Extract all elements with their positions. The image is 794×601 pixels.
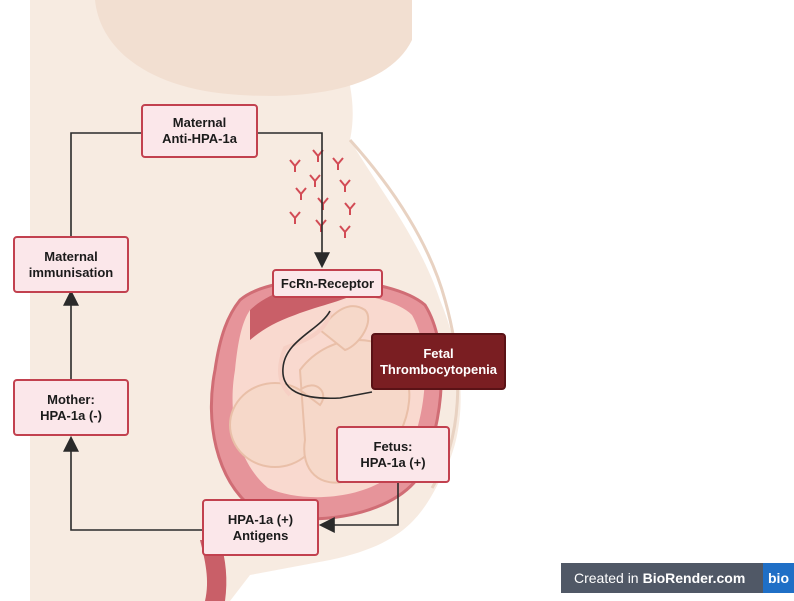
maternal-anti-line1: Maternal	[173, 115, 226, 131]
antigens-box: HPA-1a (+) Antigens	[202, 499, 319, 556]
fcrn-label: FcRn-Receptor	[281, 276, 374, 292]
fetus-line2: HPA-1a (+)	[360, 455, 425, 471]
fetal-thrombocytopenia-box: Fetal Thrombocytopenia	[371, 333, 506, 390]
maternal-anti-hpa-box: Maternal Anti-HPA-1a	[141, 104, 258, 158]
mother-line1: Mother:	[47, 392, 95, 408]
biorender-logo: bio	[763, 563, 794, 593]
fcrn-receptor-box: FcRn-Receptor	[272, 269, 383, 298]
thrombo-line1: Fetal	[423, 346, 453, 362]
badge-prefix: Created in	[574, 570, 639, 586]
badge-brand: BioRender.com	[643, 570, 746, 586]
maternal-immunisation-box: Maternal immunisation	[13, 236, 129, 293]
mother-hpa-box: Mother: HPA-1a (-)	[13, 379, 129, 436]
immunisation-line2: immunisation	[29, 265, 114, 281]
biorender-badge[interactable]: Created in BioRender.com bio	[561, 563, 794, 593]
fetus-hpa-box: Fetus: HPA-1a (+)	[336, 426, 450, 483]
thrombo-line2: Thrombocytopenia	[380, 362, 497, 378]
fetus-line1: Fetus:	[374, 439, 413, 455]
immunisation-line1: Maternal	[44, 249, 97, 265]
mother-line2: HPA-1a (-)	[40, 408, 102, 424]
antigens-line1: HPA-1a (+)	[228, 512, 293, 528]
maternal-anti-line2: Anti-HPA-1a	[162, 131, 237, 147]
antigens-line2: Antigens	[233, 528, 289, 544]
